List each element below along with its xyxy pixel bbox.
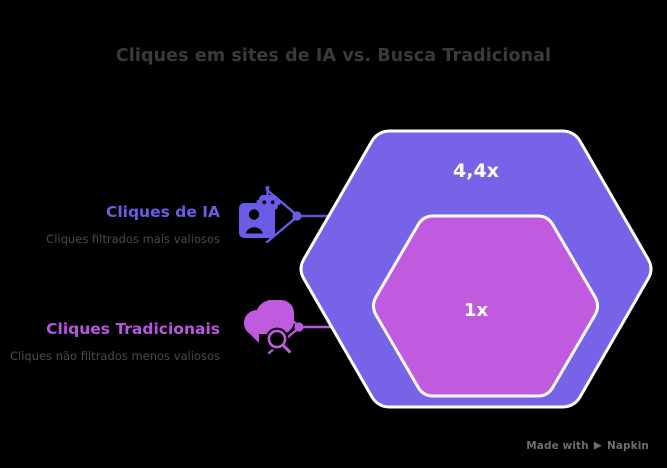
legend-item-traditional[interactable]: Cliques Tradicionais Cliques não filtrad… (8, 320, 220, 364)
hexagon-inner-value: 1x (463, 300, 489, 321)
robot-person-icon (239, 186, 281, 238)
legend-item-traditional-subtitle: Cliques não filtrados menos valiosos (9, 348, 220, 363)
napkin-logo-icon: ▶ (593, 439, 602, 452)
napkin-watermark[interactable]: Made with ▶ Napkin (526, 440, 649, 452)
legend-item-ai[interactable]: Cliques de IA Cliques filtrados mais val… (18, 203, 220, 247)
legend-item-ai-subtitle: Cliques filtrados mais valiosos (46, 231, 220, 246)
hexagon-inner-traditional[interactable] (372, 214, 599, 398)
watermark-prefix: Made with (526, 440, 589, 452)
watermark-brand: Napkin (606, 440, 649, 452)
speech-bubble-search-icon (243, 299, 294, 354)
page-title: Cliques em sites de IA vs. Busca Tradici… (115, 46, 552, 66)
hexagon-outer-value: 4,4x (453, 160, 499, 182)
legend-item-traditional-heading: Cliques Tradicionais (46, 320, 220, 338)
legend-item-ai-heading: Cliques de IA (105, 203, 220, 221)
